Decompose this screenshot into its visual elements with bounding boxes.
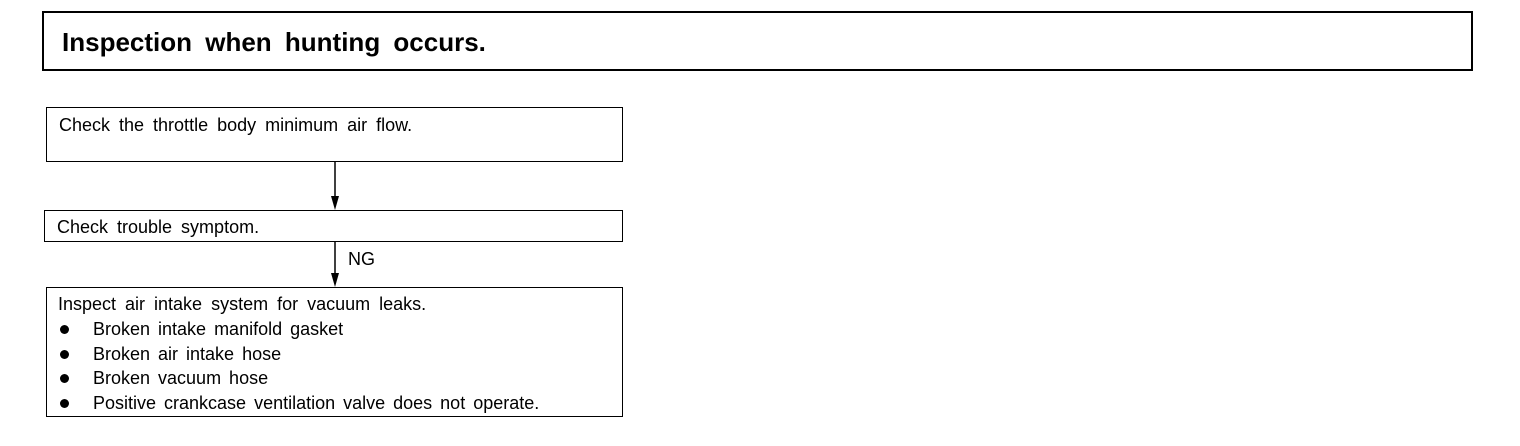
diagram-title: Inspection when hunting occurs. <box>62 27 486 57</box>
arrow-connector-2 <box>331 242 339 287</box>
arrow-connector-1 <box>331 162 339 210</box>
bullet-icon <box>60 398 69 408</box>
step-box-inspect-air-intake: Inspect air intake system for vacuum lea… <box>46 287 623 417</box>
arrow-down-icon <box>331 196 339 210</box>
title-box: Inspection when hunting occurs. <box>42 11 1473 71</box>
arrow-down-icon <box>331 273 339 287</box>
list-item-label: Broken vacuum hose <box>93 368 269 388</box>
step-box-check-minimum-air-flow: Check the throttle body minimum air flow… <box>46 107 623 162</box>
connector-label-ng: NG <box>348 249 375 269</box>
list-item-label: Positive crankcase ventilation valve doe… <box>93 392 540 413</box>
list-item-label: Broken intake manifold gasket <box>93 319 344 339</box>
list-item-label: Broken air intake hose <box>93 343 282 364</box>
bullet-icon <box>60 325 69 334</box>
bullet-icon <box>60 374 69 383</box>
step-text: Inspect air intake system for vacuum lea… <box>58 294 427 314</box>
step-text: Check the throttle body minimum air flow… <box>59 115 413 135</box>
step-box-check-trouble-symptom: Check trouble symptom. <box>44 210 623 242</box>
step-text: Check trouble symptom. <box>57 217 260 237</box>
bullet-icon <box>60 349 69 359</box>
